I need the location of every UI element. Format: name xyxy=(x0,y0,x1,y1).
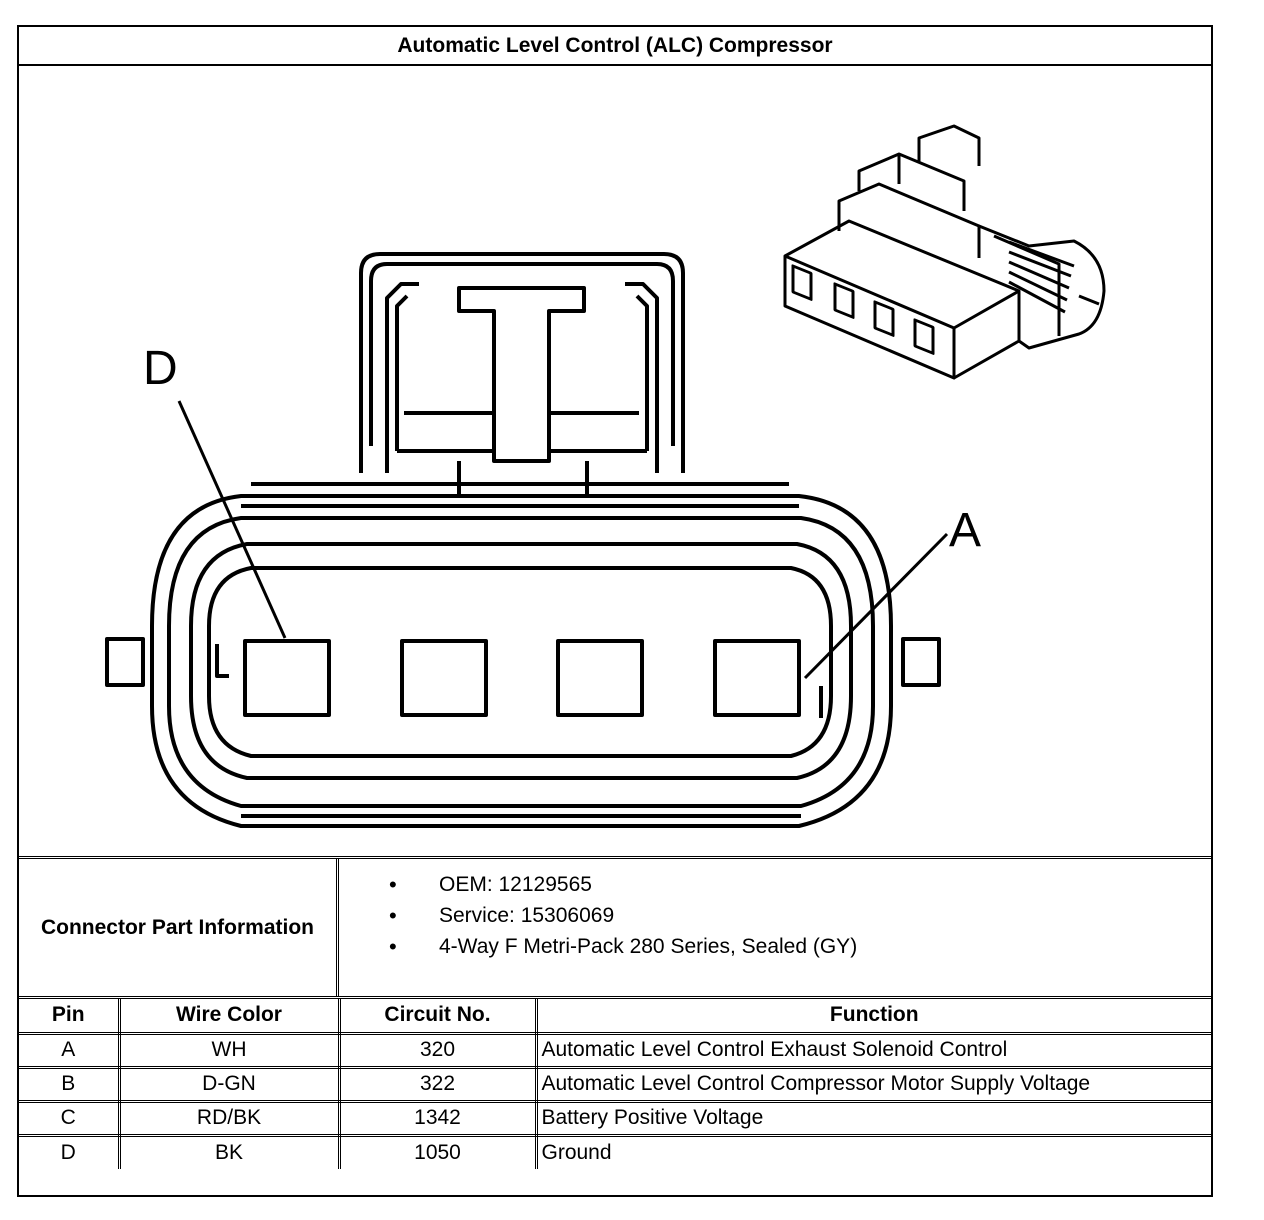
part-info-list: OEM: 12129565 Service: 15306069 4-Way F … xyxy=(389,869,857,962)
cavity-c xyxy=(400,639,488,717)
circuit-cell: 322 xyxy=(337,1065,538,1103)
connector-drawing: D A xyxy=(19,66,1211,856)
connector-latch xyxy=(359,252,685,496)
table-row: D BK 1050 Ground xyxy=(19,1133,1211,1169)
connector-part-information: Connector Part Information OEM: 12129565… xyxy=(19,856,1211,999)
connector-body xyxy=(150,482,893,828)
function-cell: Automatic Level Control Compressor Motor… xyxy=(534,1065,1211,1103)
part-info-oem: OEM: 12129565 xyxy=(389,869,857,900)
connector-face-view: D A xyxy=(105,124,1106,828)
part-info-service: Service: 15306069 xyxy=(389,900,857,931)
header-circuit-no: Circuit No. xyxy=(337,999,538,1035)
cavity-a xyxy=(713,639,801,717)
header-pin: Pin xyxy=(19,999,121,1035)
pin-callout-d: D xyxy=(143,342,178,395)
cavity-d xyxy=(243,639,331,717)
function-cell: Battery Positive Voltage xyxy=(534,1099,1211,1137)
circuit-cell: 1342 xyxy=(337,1099,538,1137)
pin-table-header: Pin Wire Color Circuit No. Function xyxy=(19,999,1211,1035)
wire-color-cell: BK xyxy=(117,1133,341,1169)
leader-line-a xyxy=(803,532,949,680)
right-lock-tab xyxy=(901,637,941,687)
table-row: A WH 320 Automatic Level Control Exhaust… xyxy=(19,1031,1211,1069)
header-wire-color: Wire Color xyxy=(117,999,341,1035)
page-title: Automatic Level Control (ALC) Compressor xyxy=(19,27,1211,66)
left-lock-tab xyxy=(105,637,145,687)
pin-cell: C xyxy=(19,1099,121,1137)
function-cell: Automatic Level Control Exhaust Solenoid… xyxy=(534,1031,1211,1069)
pin-cell: A xyxy=(19,1031,121,1069)
circuit-cell: 320 xyxy=(337,1031,538,1069)
pin-callout-a: A xyxy=(949,504,981,557)
wire-color-cell: D-GN xyxy=(117,1065,341,1103)
pin-cell: B xyxy=(19,1065,121,1103)
table-row: B D-GN 322 Automatic Level Control Compr… xyxy=(19,1065,1211,1103)
connector-sheet: Automatic Level Control (ALC) Compressor xyxy=(17,25,1213,1197)
pin-cell: D xyxy=(19,1133,121,1169)
header-function: Function xyxy=(534,999,1211,1035)
pin-table: Pin Wire Color Circuit No. Function A WH… xyxy=(19,999,1211,1169)
cavity-b xyxy=(556,639,644,717)
function-cell: Ground xyxy=(534,1133,1211,1169)
part-info-description: 4-Way F Metri-Pack 280 Series, Sealed (G… xyxy=(389,931,857,962)
part-info-label: Connector Part Information xyxy=(19,859,339,996)
table-row: C RD/BK 1342 Battery Positive Voltage xyxy=(19,1099,1211,1137)
leader-line-d xyxy=(177,400,287,639)
circuit-cell: 1050 xyxy=(337,1133,538,1169)
connector-isometric-illustration xyxy=(783,124,1106,380)
wire-color-cell: WH xyxy=(117,1031,341,1069)
wire-color-cell: RD/BK xyxy=(117,1099,341,1137)
